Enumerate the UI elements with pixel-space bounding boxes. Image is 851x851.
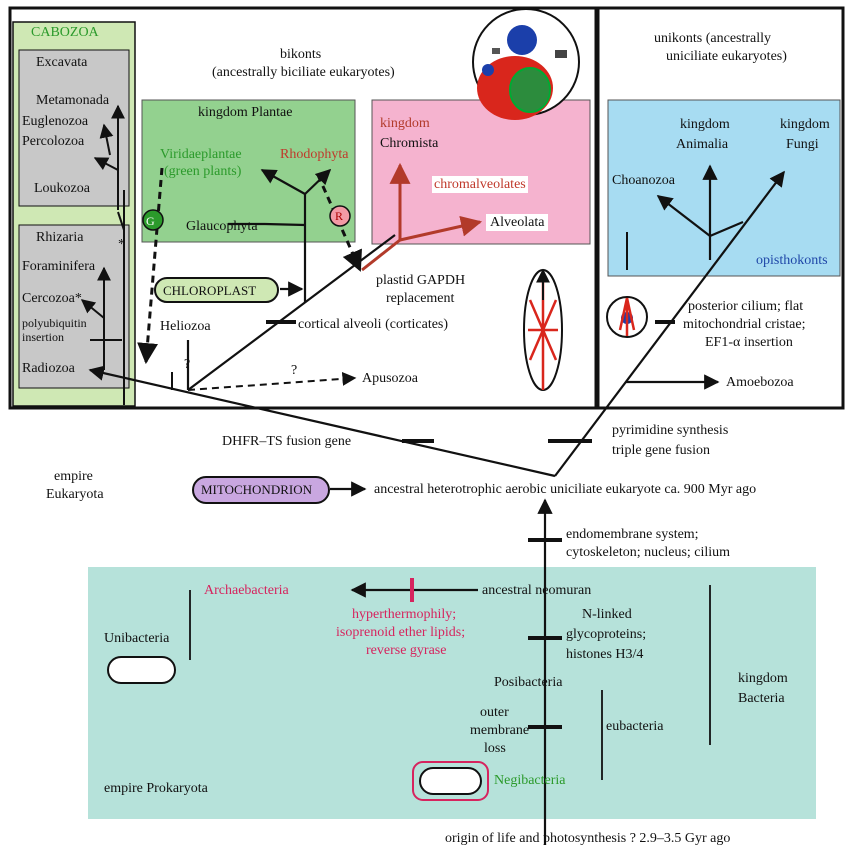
amoebozoa-label: Amoebozoa xyxy=(726,375,794,390)
opisthokonts-label: opisthokonts xyxy=(756,253,828,268)
posibacteria-label: Posibacteria xyxy=(494,675,563,690)
choanozoa-label: Choanozoa xyxy=(612,173,675,188)
chloroplast-label: CHLOROPLAST xyxy=(163,283,257,298)
gapdh-label-2: replacement xyxy=(386,291,455,306)
viridaeplantae-label-1: Viridaeplantae xyxy=(160,147,242,162)
animalia-label-1: kingdom xyxy=(680,117,730,132)
polyubiquitin-label-2: insertion xyxy=(22,330,64,344)
chloroplast-pill xyxy=(154,277,279,303)
foraminifera-label: Foraminifera xyxy=(22,259,96,274)
alveolate-cell-illustration xyxy=(523,268,563,391)
g-marker-label: G xyxy=(146,214,155,228)
neomuran-label: ancestral neomuran xyxy=(482,583,592,598)
archaebacteria-label: Archaebacteria xyxy=(204,583,289,598)
rhizaria-label: Rhizaria xyxy=(36,230,84,245)
empire-eukaryota-label-1: empire xyxy=(54,469,93,484)
percolozoa-label: Percolozoa xyxy=(22,134,85,149)
cercozoa-label: Cercozoa* xyxy=(22,291,82,306)
question-mark-2: ? xyxy=(291,363,298,378)
posterior-label-2: mitochondrial cristae; xyxy=(683,317,806,332)
nlinked-label-1: N-linked xyxy=(582,607,632,622)
animalia-label-2: Animalia xyxy=(676,137,729,152)
chromalveolates-label: chromalveolates xyxy=(432,176,528,193)
bikont-branches xyxy=(88,168,556,478)
hyper-label-2: isoprenoid ether lipids; xyxy=(336,625,466,640)
posterior-label-1: posterior cilium; flat xyxy=(688,299,804,314)
chromista-label-2: Chromista xyxy=(380,136,439,151)
mitochondrion-label: MITOCHONDRION xyxy=(201,482,312,497)
chromista-branches xyxy=(361,162,483,272)
plantae-label: kingdom Plantae xyxy=(198,105,293,120)
rhizaria-tree xyxy=(80,266,122,370)
main-trunk xyxy=(189,481,711,845)
nlinked-label-3: histones H3/4 xyxy=(566,647,644,662)
hyper-label-3: reverse gyrase xyxy=(366,643,447,658)
r-marker-circle xyxy=(329,205,351,227)
rhizaria-box xyxy=(18,224,130,389)
negibacteria-outer-membrane xyxy=(412,761,489,801)
empire-eukaryota-label-2: Eukaryota xyxy=(46,487,104,502)
excavata-label: Excavata xyxy=(36,55,88,70)
viridaeplantae-label-2: (green plants) xyxy=(164,164,242,179)
euglenozoa-label: Euglenozoa xyxy=(22,114,89,129)
pyrimidine-label-1: pyrimidine synthesis xyxy=(612,423,729,438)
unikonts-box xyxy=(596,6,845,410)
bikonts-sub-label: (ancestrally biciliate eukaryotes) xyxy=(212,65,395,80)
unikont-tree xyxy=(554,164,785,477)
dhfr-label: DHFR–TS fusion gene xyxy=(222,434,352,449)
question-mark-1: ? xyxy=(184,357,191,372)
cortical-label: cortical alveoli (corticates) xyxy=(298,317,449,332)
plant-cell-illustration xyxy=(472,8,580,120)
bikonts-label: bikonts xyxy=(280,47,322,62)
endomembrane-label-1: endomembrane system; xyxy=(566,527,699,542)
eubacteria-label: eubacteria xyxy=(606,719,664,734)
hyper-label-1: hyperthermophily; xyxy=(352,607,457,622)
outer-label-1: outer xyxy=(480,705,509,720)
gapdh-label-1: plastid GAPDH xyxy=(376,273,466,288)
bacteria-label-2: Bacteria xyxy=(738,691,785,706)
r-marker-label: R xyxy=(335,209,344,223)
negibacteria-cell xyxy=(419,767,482,795)
unikonts-sub-label: uniciliate eukaryotes) xyxy=(666,49,787,64)
origin-label: origin of life and photosynthesis ? 2.9–… xyxy=(445,831,731,846)
star-marker: * xyxy=(118,237,125,252)
endomembrane-label-2: cytoskeleton; nucleus; cilium xyxy=(566,545,731,560)
g-marker-circle xyxy=(142,209,164,231)
polyubiquitin-label-1: polyubiquitin xyxy=(22,316,87,330)
chromista-label-1: kingdom xyxy=(380,116,430,131)
negibacteria-label: Negibacteria xyxy=(494,773,566,788)
loukozoa-label: Loukozoa xyxy=(34,181,90,196)
unibacteria-cell xyxy=(107,656,176,684)
outer-label-2: membrane xyxy=(470,723,530,738)
alveolata-label: Alveolata xyxy=(486,214,549,231)
rhodophyta-label: Rhodophyta xyxy=(280,147,349,162)
heliozoa-label: Heliozoa xyxy=(160,319,211,334)
ancestral-eukaryote-label: ancestral heterotrophic aerobic unicilia… xyxy=(374,482,757,497)
bacteria-label-1: kingdom xyxy=(738,671,788,686)
radiozoa-label: Radiozoa xyxy=(22,361,75,376)
unibacteria-label: Unibacteria xyxy=(104,631,170,646)
outer-label-3: loss xyxy=(484,741,506,756)
empire-prokaryota-label: empire Prokaryota xyxy=(104,781,208,796)
pyrimidine-label-2: triple gene fusion xyxy=(612,443,710,458)
unikonts-label: unikonts (ancestrally xyxy=(654,31,772,46)
cabozoa-label: CABOZOA xyxy=(31,25,99,40)
metamonada-label: Metamonada xyxy=(36,93,110,108)
glaucophyta-label: Glaucophyta xyxy=(186,219,258,234)
unikont-blue-box xyxy=(607,99,841,277)
posterior-label-3: EF1-α insertion xyxy=(705,335,793,350)
fungi-label-2: Fungi xyxy=(786,137,819,152)
mitochondrion-pill xyxy=(192,476,330,504)
opisthokont-cell-illustration xyxy=(606,232,648,338)
fungi-label-1: kingdom xyxy=(780,117,830,132)
excavata-tree xyxy=(93,104,125,405)
bikonts-box xyxy=(8,6,598,410)
apusozoa-label: Apusozoa xyxy=(362,371,418,386)
nlinked-label-2: glycoproteins; xyxy=(566,627,647,642)
